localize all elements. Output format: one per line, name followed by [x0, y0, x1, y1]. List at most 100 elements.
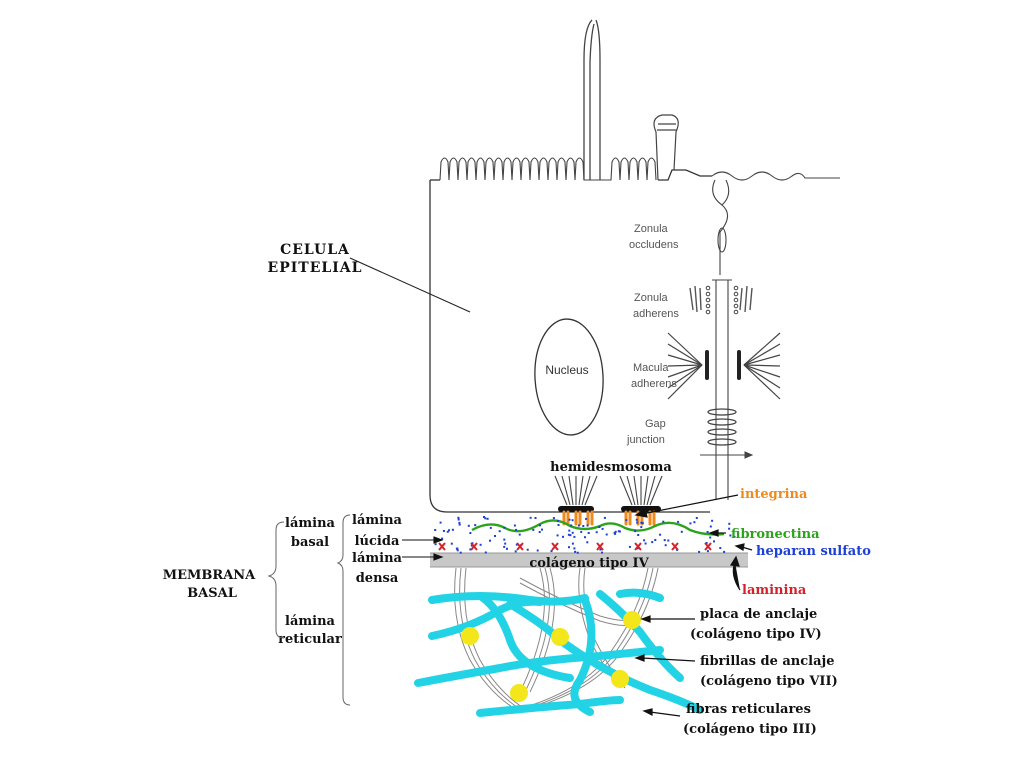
macula-adherens-label-2: adherens: [631, 378, 677, 390]
heparan-dot: [529, 516, 532, 519]
gap-arrow: [700, 451, 754, 459]
gap-junction-label-1: Gap: [645, 418, 666, 430]
macula-ray-right: [743, 332, 781, 366]
junction-bead: [705, 285, 711, 291]
integrina-label: integrina: [740, 487, 808, 502]
heparan-dot: [598, 526, 601, 528]
macula-adherens-label-1: Macula: [633, 362, 669, 374]
heparan-dot: [614, 530, 617, 533]
integrin: [624, 510, 632, 526]
hemidesmosome-filament: [581, 475, 591, 506]
hemidesmosome-filament: [646, 475, 656, 506]
heparan-dot: [580, 530, 583, 533]
heparan-dot: [568, 529, 571, 532]
heparan-dot: [484, 517, 487, 520]
macula-ray-left: [667, 354, 703, 366]
heparan-dot: [513, 524, 516, 527]
heparan-dot: [644, 542, 647, 545]
colageno-iv-label: colágeno tipo IV: [529, 556, 649, 571]
heparan-dot: [504, 542, 507, 545]
heparan-dot: [457, 516, 460, 519]
heparan-dot: [587, 532, 590, 534]
heparan-dot: [571, 531, 574, 534]
laminin-x: [551, 542, 559, 551]
cilium: [583, 19, 601, 180]
heparan-dot: [641, 522, 644, 525]
heparan-dot: [494, 535, 496, 537]
macula-ray-left: [667, 343, 703, 366]
hemidesmosome-filament: [584, 475, 598, 506]
heparan-dot: [538, 531, 541, 533]
zonula-occludens-label-1: Zonula: [634, 223, 669, 235]
heparan-dot: [573, 535, 576, 538]
lamina-lucida-label-1: lámina: [352, 513, 403, 528]
heparan-dot: [434, 529, 437, 531]
junction-bead: [705, 303, 711, 309]
hemidesmosome-filament: [626, 475, 636, 506]
junction-bead: [733, 309, 739, 315]
heparan-dot: [635, 518, 638, 521]
heparan-dot: [698, 550, 701, 553]
zonula-adherens-label-1: Zonula: [634, 292, 669, 304]
heparan-dot: [634, 530, 637, 533]
heparan-dot: [643, 539, 646, 542]
heparan-dot: [618, 530, 621, 533]
heparan-dot: [458, 523, 461, 526]
heparan-dot: [474, 524, 477, 527]
laminin-x: [634, 542, 642, 551]
heparan-dot: [441, 537, 444, 540]
heparan-dot: [640, 521, 643, 524]
heparan-dot: [515, 543, 518, 546]
heparan-dot: [539, 524, 541, 527]
heparan-dot: [640, 526, 643, 529]
heparan-dot: [693, 521, 696, 524]
junction-bead: [733, 285, 739, 291]
cell-label-group: CELULA EPITELIAL: [268, 242, 471, 313]
laminin-x: [470, 542, 478, 551]
heparan-dot: [470, 544, 473, 547]
heparan-dot: [570, 524, 573, 527]
heparan-dot: [667, 539, 670, 542]
macula-ray-right: [743, 364, 781, 400]
hemidesmosome-plaques: [558, 506, 661, 512]
heparan-dot: [456, 549, 459, 552]
laminin-markers: [438, 542, 712, 551]
heparan-dot: [567, 533, 570, 536]
heparan-dot: [651, 541, 654, 544]
membrana-label-2: BASAL: [187, 586, 237, 601]
macula-adherens-plaques: [705, 350, 741, 380]
junction-bead: [705, 291, 711, 297]
gap-ring: [707, 428, 737, 436]
heparan-dot: [469, 532, 472, 534]
hemidesmosome-filament: [649, 475, 663, 506]
macula-adherens-rays: [667, 332, 781, 400]
heparan-dot: [455, 547, 458, 550]
nucleus-label: Nucleus: [545, 363, 588, 377]
heparan-dot: [576, 551, 579, 554]
microvilli: [439, 157, 657, 181]
heparan-dot: [550, 550, 553, 553]
heparan-dot: [636, 521, 639, 524]
laminin-x: [516, 542, 524, 551]
heparan-dot: [603, 516, 606, 519]
heparan-dot: [689, 522, 692, 525]
heparan-dot: [711, 519, 714, 522]
laminin-x: [596, 542, 604, 551]
celula-label-1: CELULA: [280, 242, 350, 258]
zonula-occludens-label-2: occludens: [629, 239, 679, 251]
heparan-dot: [457, 518, 460, 521]
hemidesmosome-filament: [578, 475, 584, 506]
junction-bead: [733, 303, 739, 309]
heparan-dot: [518, 533, 521, 536]
heparan-dot: [601, 527, 604, 530]
heparan-dot: [574, 550, 577, 553]
heparan-dot: [556, 534, 559, 537]
lamina-arrows: [402, 536, 444, 561]
heparan-dot: [458, 521, 461, 524]
junction-labels: Zonula occludens Zonula adherens Macula …: [626, 223, 679, 446]
heparan-dot: [486, 517, 489, 520]
laminin-x: [438, 542, 446, 551]
heparan-dot: [514, 550, 517, 553]
heparan-dot: [706, 550, 709, 553]
heparan-dot: [577, 524, 580, 527]
